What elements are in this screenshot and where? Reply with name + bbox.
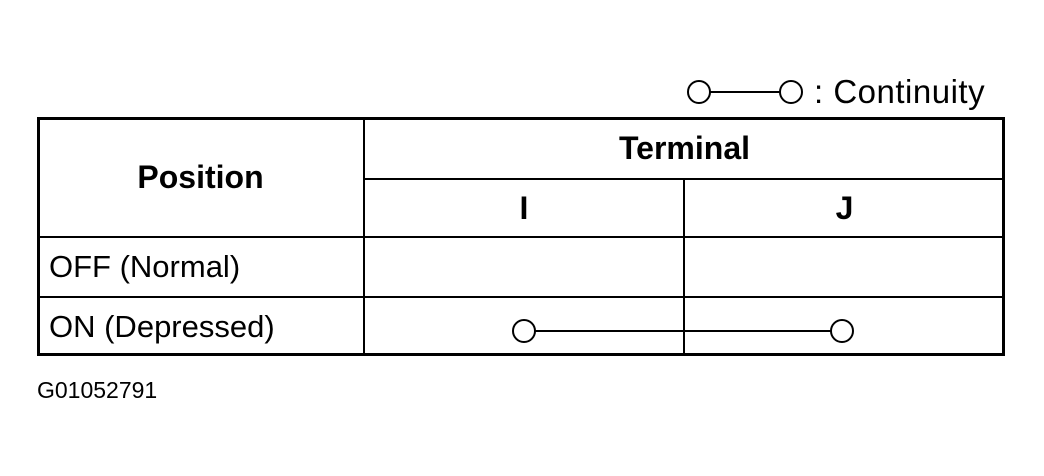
figure-code: G01052791	[37, 377, 158, 403]
continuity-symbol-icon	[687, 80, 803, 104]
header-terminal-i: I	[519, 189, 529, 226]
table-grid	[37, 117, 1005, 356]
header-position: Position	[137, 158, 264, 195]
legend-label: : Continuity	[814, 73, 986, 110]
row-label-on: ON (Depressed)	[49, 308, 275, 344]
header-terminal-j: J	[835, 189, 854, 226]
continuity-table: Position Terminal I J OFF (Normal) ON (D…	[37, 117, 1005, 356]
row-label-off: OFF (Normal)	[49, 249, 241, 284]
continuity-connection-icon	[512, 319, 854, 343]
continuity-legend: : Continuity	[686, 72, 985, 112]
header-terminal: Terminal	[619, 129, 750, 166]
